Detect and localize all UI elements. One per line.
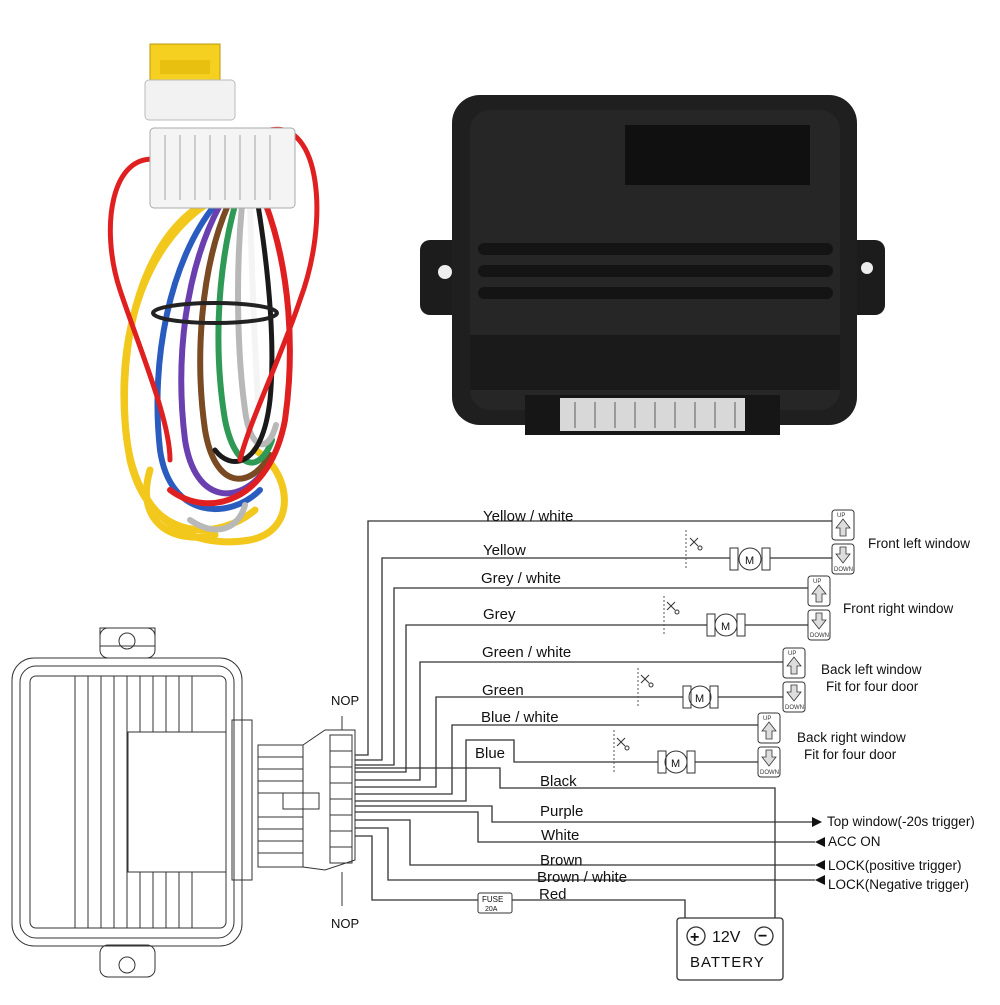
switch-back-right: UP DOWN	[757, 712, 781, 778]
wire-label-grey: Grey	[483, 606, 516, 623]
wire-lines	[355, 520, 832, 918]
nop-top-label: NOP	[331, 693, 359, 708]
wiring-harness-photo	[107, 43, 320, 546]
connector-block	[257, 716, 356, 906]
switch-front-left: UP DOWN	[831, 509, 855, 575]
output-arrows	[812, 817, 825, 885]
wire-label-blue: Blue	[475, 745, 505, 762]
label-back-right-window: Back right window	[797, 730, 906, 745]
motor-label: M	[721, 621, 730, 633]
motor-label: M	[695, 693, 704, 705]
control-module-photo	[420, 95, 885, 435]
switch-up-label: UP	[788, 651, 796, 657]
wire-label-black: Black	[540, 773, 577, 790]
label-back-right-fit: Fit for four door	[804, 747, 897, 762]
label-back-left-fit: Fit for four door	[826, 679, 919, 694]
nop-bottom-label: NOP	[331, 916, 359, 931]
battery-voltage: 12V	[712, 929, 741, 946]
wire-label-purple: Purple	[540, 803, 583, 820]
switch-up-label: UP	[837, 513, 845, 519]
label-lock-negative: LOCK(Negative trigger)	[828, 877, 969, 892]
battery-label: BATTERY	[690, 954, 765, 971]
battery-plus: +	[690, 929, 699, 946]
wire-label-yellow-white: Yellow / white	[483, 508, 573, 525]
motor-label: M	[671, 758, 680, 770]
wire-label-grey-white: Grey / white	[481, 570, 561, 587]
wire-label-brown: Brown	[540, 852, 583, 869]
motor-icon-front-left: M	[729, 547, 771, 571]
switch-down-label: DOWN	[834, 567, 853, 573]
switch-down-label: DOWN	[810, 633, 829, 639]
wire-label-brown-white: Brown / white	[537, 869, 627, 886]
motor-icon-front-right: M	[706, 613, 746, 637]
label-front-left-window: Front left window	[868, 536, 970, 551]
wire-label-green-white: Green / white	[482, 644, 571, 661]
label-acc-on: ACC ON	[828, 834, 881, 849]
fuse-icon: FUSE 20A	[477, 892, 513, 914]
wire-label-yellow: Yellow	[483, 542, 526, 559]
fuse-label: FUSE	[482, 895, 503, 904]
motor-label: M	[745, 555, 754, 567]
switch-down-label: DOWN	[785, 705, 804, 711]
scissors-icons	[616, 537, 703, 751]
battery-minus: −	[758, 928, 767, 945]
wire-label-green: Green	[482, 682, 524, 699]
switch-front-right: UP DOWN	[807, 575, 831, 641]
label-lock-positive: LOCK(positive trigger)	[828, 858, 962, 873]
battery-icon: + − 12V BATTERY	[676, 917, 784, 981]
wire-label-blue-white: Blue / white	[481, 709, 559, 726]
label-back-left-window: Back left window	[821, 662, 922, 677]
motor-icon-back-left: M	[682, 685, 719, 709]
switch-down-label: DOWN	[760, 770, 779, 776]
label-top-window: Top window(-20s trigger)	[827, 814, 975, 829]
wire-label-red: Red	[539, 886, 567, 903]
fuse-rating: 20A	[485, 906, 498, 913]
switch-up-label: UP	[763, 716, 771, 722]
motor-icon-back-right: M	[657, 750, 696, 774]
module-outline-drawing	[11, 627, 253, 978]
switch-up-label: UP	[813, 579, 821, 585]
switch-back-left: UP DOWN	[782, 647, 806, 713]
wire-label-white: White	[541, 827, 579, 844]
label-front-right-window: Front right window	[843, 601, 954, 616]
